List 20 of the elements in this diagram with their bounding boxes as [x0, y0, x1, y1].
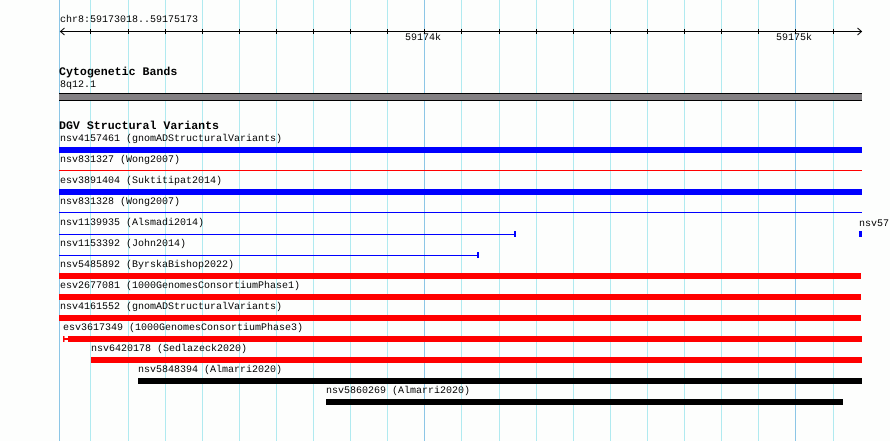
variant-label: nsv1139935 (Alsmadi2014) — [60, 218, 204, 229]
variant-label: nsv5860269 (Almarri2020) — [326, 386, 470, 397]
variant-label: esv3891404 (Suktitipat2014) — [60, 176, 222, 187]
variant-label: nsv831328 (Wong2007) — [60, 197, 180, 208]
variant-label: esv3617349 (1000GenomesConsortiumPhase3) — [63, 323, 304, 334]
variant-label: esv2677081 (1000GenomesConsortiumPhase1) — [60, 281, 300, 292]
variant-label: nsv5848394 (Almarri2020) — [138, 365, 282, 376]
band-label: 8q12.1 — [60, 80, 96, 91]
variant-label: nsv4157461 (gnomADStructuralVariants) — [60, 134, 282, 145]
variant-label: nsv1153392 (John2014) — [60, 239, 186, 250]
track-title: Cytogenetic Bands — [59, 67, 178, 79]
variant-label: nsv4161552 (gnomADStructuralVariants) — [60, 302, 282, 313]
variant-label: nsv57 — [859, 219, 890, 230]
track-title: DGV Structural Variants — [59, 121, 220, 133]
coordinate-label: chr8:59173018..59175173 — [60, 15, 198, 26]
variant-label: nsv5485892 (ByrskaBishop2022) — [60, 260, 234, 271]
variant-label: nsv6420178 (Sedlazeck2020) — [91, 344, 248, 355]
scale-label: 59174k — [405, 33, 442, 44]
variant-label: nsv831327 (Wong2007) — [60, 155, 180, 166]
scale-label: 59175k — [776, 33, 812, 44]
